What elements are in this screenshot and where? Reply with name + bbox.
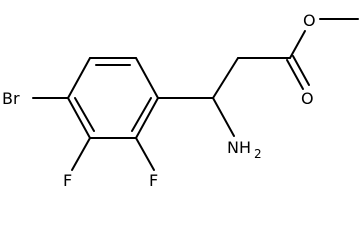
atom-label-amino: NH [227,138,251,157]
atom-label-br: Br [2,89,20,108]
bond-c-f-right [135,137,155,171]
bond-carbonyl-double-b [292,55,310,86]
bond-c-f-left [71,137,91,171]
atom-label-o-ester: O [303,11,316,30]
chemical-structure: Br F F NH 2 O O [2,11,359,190]
bond-carbonyl-double-a [286,59,304,90]
ring-bond-upper-left [67,57,91,99]
ring-bond-lower-left [67,97,91,139]
bond-chiral-c-ch2 [212,57,239,99]
atom-label-f-left: F [63,171,72,190]
atom-label-amino-subscript: 2 [254,147,262,161]
ring-bond-upper-right [135,57,159,99]
benzene-ring [67,57,159,139]
bond-carbonyl-c-o-ester [289,30,306,59]
ring-bond-lower-right [135,97,159,139]
bond-chiral-c-n [212,97,235,137]
atom-label-f-right: F [149,171,158,190]
ring-bond-lower-left-inner [74,97,95,132]
ring-bond-lower-right-inner [131,97,152,132]
atom-label-o-carbonyl: O [301,89,314,108]
